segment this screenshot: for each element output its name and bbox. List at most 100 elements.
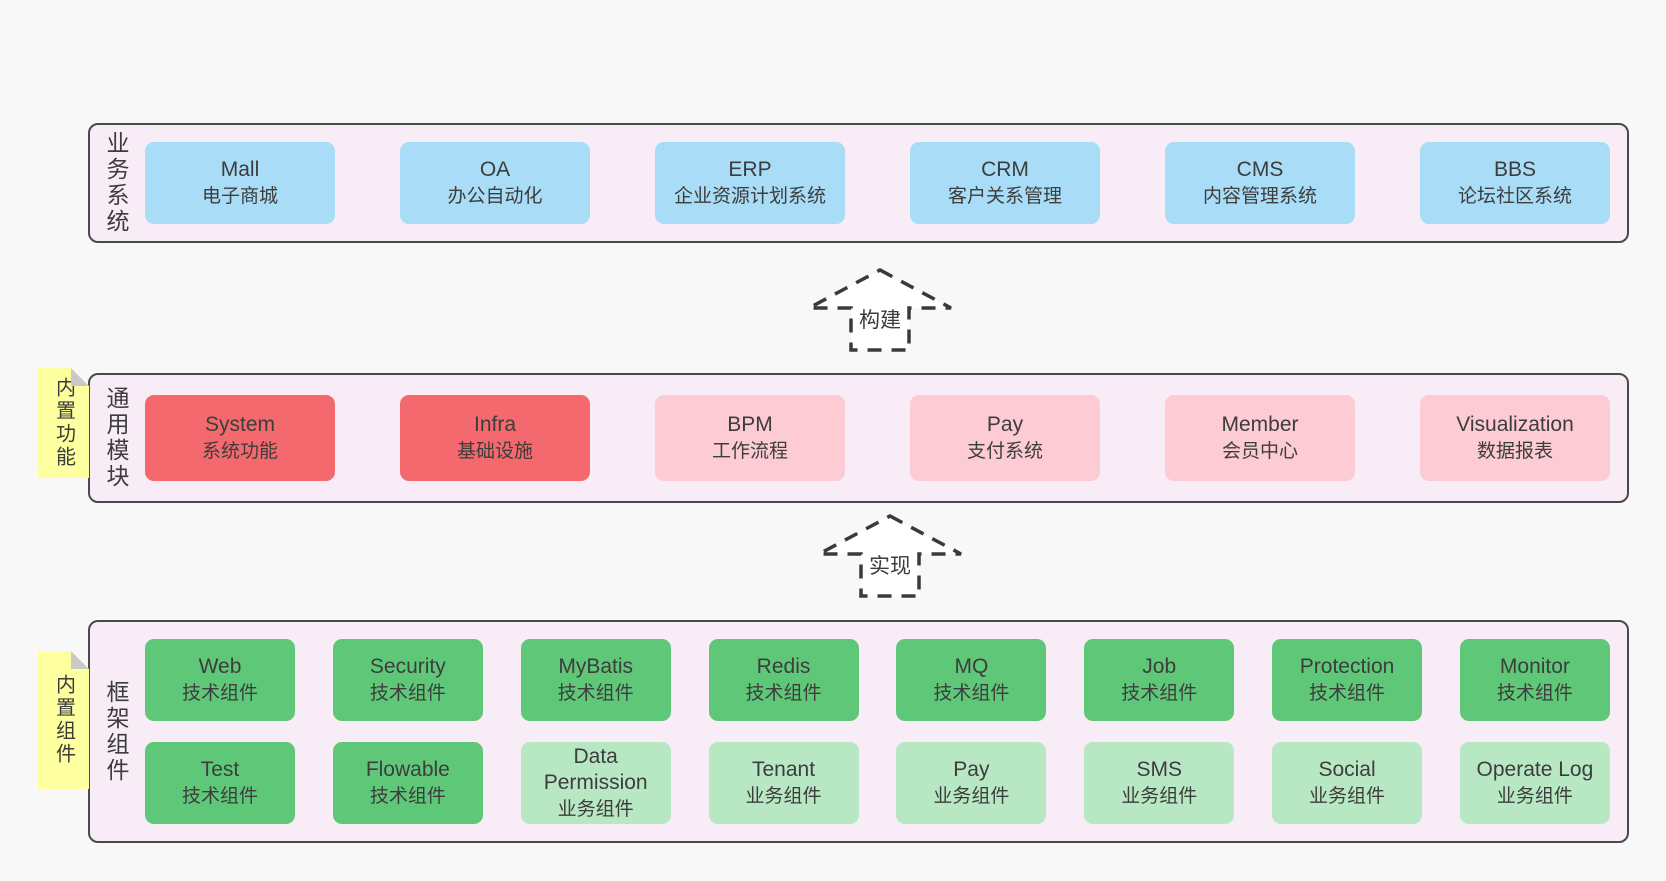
box-title: Security (369, 655, 446, 678)
box-title: Member (1221, 413, 1299, 436)
box-title: SMS (1136, 758, 1182, 781)
common-modules-boxes: System 系统功能 Infra 基础设施 BPM 工作流程 Pay 支付系统… (145, 395, 1610, 481)
box-subtitle: 数据报表 (1476, 441, 1553, 463)
box-cms: CMS 内容管理系统 (1165, 142, 1355, 224)
box-title: Data Permission (543, 744, 648, 795)
box-title: BBS (1493, 158, 1537, 181)
common-modules-band: 通用模块 System 系统功能 Infra 基础设施 BPM 工作流程 Pay… (88, 373, 1629, 503)
sticky-note-label: 内置功能 (52, 377, 75, 469)
box-subtitle: 系统功能 (201, 441, 278, 463)
box-title: Pay (986, 413, 1024, 436)
framework-components-row-2: Test 技术组件 Flowable 技术组件 Data Permission … (145, 742, 1610, 824)
box-title: Flowable (365, 758, 450, 781)
box-test: Test 技术组件 (145, 742, 295, 824)
box-title: MyBatis (558, 655, 634, 678)
box-web: Web 技术组件 (145, 639, 295, 721)
box-operate-log: Operate Log 业务组件 (1459, 742, 1610, 824)
band-label-components: 框架组件 (103, 679, 129, 784)
box-title: System (204, 413, 275, 436)
sticky-note-built-in-features: 内置功能 (38, 368, 89, 478)
box-subtitle: 基础设施 (456, 441, 533, 463)
box-subtitle: 电子商城 (201, 186, 278, 208)
box-title: Pay (953, 758, 990, 781)
box-infra: Infra 基础设施 (400, 395, 590, 481)
box-system: System 系统功能 (145, 395, 335, 481)
box-subtitle: 业务组件 (1496, 786, 1573, 808)
box-security: Security 技术组件 (332, 639, 483, 721)
box-title: Infra (473, 413, 517, 436)
box-subtitle: 论坛社区系统 (1457, 186, 1572, 208)
box-data-permission: Data Permission 业务组件 (520, 742, 671, 824)
box-bpm: BPM 工作流程 (655, 395, 845, 481)
box-title: Social (1318, 758, 1376, 781)
box-mybatis: MyBatis 技术组件 (520, 639, 671, 721)
box-pay-component: Pay 业务组件 (896, 742, 1047, 824)
box-social: Social 业务组件 (1272, 742, 1423, 824)
box-title: CRM (981, 158, 1029, 181)
box-title: Redis (756, 655, 811, 678)
box-subtitle: 办公自动化 (447, 186, 543, 208)
box-title: Operate Log (1476, 758, 1594, 781)
box-monitor: Monitor 技术组件 (1459, 639, 1610, 721)
box-title: BPM (727, 413, 773, 436)
box-subtitle: 业务组件 (1309, 786, 1386, 808)
box-sms: SMS 业务组件 (1084, 742, 1235, 824)
box-title: CMS (1236, 158, 1284, 181)
box-member: Member 会员中心 (1165, 395, 1355, 481)
band-label-business: 业务系统 (103, 131, 129, 235)
box-subtitle: 工作流程 (711, 441, 788, 463)
box-title: Job (1142, 655, 1177, 678)
box-tenant: Tenant 业务组件 (708, 742, 859, 824)
box-protection: Protection 技术组件 (1272, 639, 1423, 721)
box-subtitle: 技术组件 (1496, 683, 1573, 705)
box-title: ERP (728, 158, 772, 181)
implement-arrow-label: 实现 (866, 550, 914, 580)
framework-components-row-1: Web 技术组件 Security 技术组件 MyBatis 技术组件 Redi… (145, 639, 1610, 721)
box-subtitle: 业务组件 (557, 799, 634, 821)
business-systems-boxes: Mall 电子商城 OA 办公自动化 ERP 企业资源计划系统 CRM 客户关系… (145, 142, 1610, 224)
box-subtitle: 技术组件 (1121, 683, 1198, 705)
box-title: Protection (1299, 655, 1395, 678)
box-job: Job 技术组件 (1084, 639, 1235, 721)
box-subtitle: 技术组件 (181, 683, 258, 705)
box-subtitle: 技术组件 (369, 683, 446, 705)
box-oa: OA 办公自动化 (400, 142, 590, 224)
build-arrow-label: 构建 (856, 304, 904, 334)
business-systems-band: 业务系统 Mall 电子商城 OA 办公自动化 ERP 企业资源计划系统 CRM… (88, 123, 1629, 243)
box-subtitle: 业务组件 (745, 786, 822, 808)
box-title: MQ (954, 655, 989, 678)
box-subtitle: 技术组件 (181, 786, 258, 808)
framework-components-grid: Web 技术组件 Security 技术组件 MyBatis 技术组件 Redi… (145, 639, 1610, 824)
box-redis: Redis 技术组件 (708, 639, 859, 721)
box-subtitle: 客户关系管理 (947, 186, 1062, 208)
box-subtitle: 业务组件 (933, 786, 1010, 808)
box-subtitle: 技术组件 (557, 683, 634, 705)
box-bbs: BBS 论坛社区系统 (1420, 142, 1610, 224)
sticky-note-label: 内置组件 (52, 674, 75, 766)
box-title: Web (198, 655, 242, 678)
implement-arrow: 实现 (815, 512, 965, 600)
box-mall: Mall 电子商城 (145, 142, 335, 224)
box-title: OA (479, 158, 511, 181)
box-subtitle: 技术组件 (369, 786, 446, 808)
box-subtitle: 业务组件 (1121, 786, 1198, 808)
box-title: Test (200, 758, 240, 781)
framework-components-band: 框架组件 Web 技术组件 Security 技术组件 MyBatis 技术组件… (88, 620, 1629, 843)
common-modules-band-inner: 通用模块 System 系统功能 Infra 基础设施 BPM 工作流程 Pay… (90, 375, 1627, 501)
box-subtitle: 技术组件 (1309, 683, 1386, 705)
build-arrow: 构建 (805, 266, 955, 354)
box-crm: CRM 客户关系管理 (910, 142, 1100, 224)
box-pay-module: Pay 支付系统 (910, 395, 1100, 481)
box-title: Tenant (752, 758, 816, 781)
business-systems-band-inner: 业务系统 Mall 电子商城 OA 办公自动化 ERP 企业资源计划系统 CRM… (90, 125, 1627, 241)
box-subtitle: 支付系统 (966, 441, 1043, 463)
box-title: Visualization (1456, 413, 1574, 436)
box-title: Mall (220, 158, 260, 181)
box-subtitle: 技术组件 (745, 683, 822, 705)
framework-components-band-inner: 框架组件 Web 技术组件 Security 技术组件 MyBatis 技术组件… (90, 622, 1627, 841)
box-subtitle: 技术组件 (933, 683, 1010, 705)
band-label-modules: 通用模块 (103, 386, 129, 490)
box-mq: MQ 技术组件 (896, 639, 1047, 721)
box-title: Monitor (1499, 655, 1570, 678)
